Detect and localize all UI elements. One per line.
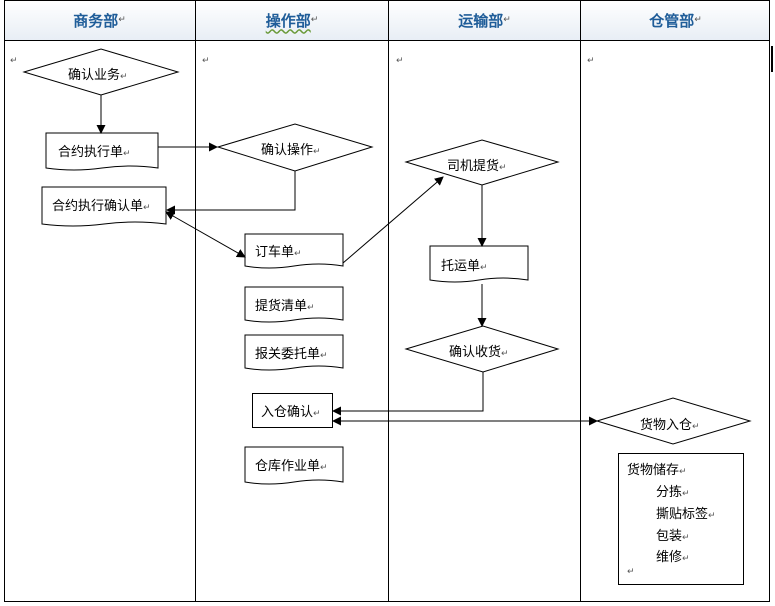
pickup-list-label: 提货清单↵ (255, 299, 315, 314)
consignment-label: 托运单↵ (441, 259, 488, 274)
storage-item: 撕贴标签↵ (656, 507, 716, 522)
contract-exec-label: 合约执行单↵ (58, 145, 131, 160)
confirm-business-decision (22, 48, 180, 96)
confirm-operation-label: 确认操作↵ (261, 143, 321, 158)
goods-storage-box (618, 453, 744, 585)
confirm-receipt-label: 确认收货↵ (449, 345, 509, 360)
storage-item: 分拣↵ (656, 485, 690, 500)
confirm-receipt-decision (404, 325, 560, 373)
goods-in-label: 货物入仓↵ (640, 418, 700, 433)
paragraph-mark: ↵ (396, 56, 404, 66)
customs-entrust-label: 报关委托单↵ (255, 347, 328, 362)
customs-entrust-document (244, 334, 344, 371)
contract-confirm-document (41, 186, 167, 227)
warehouse-job-label: 仓库作业单↵ (255, 459, 328, 474)
flow-receipt-to-warehouse-confirm (332, 372, 484, 416)
confirm-business-label: 确认业务↵ (68, 68, 128, 83)
confirm-operation-decision (216, 123, 374, 172)
driver-pickup-decision (404, 139, 560, 186)
lane-header-transport: 运输部↵ (389, 0, 580, 40)
storage-title: 货物储存↵ (627, 463, 687, 478)
paragraph-mark: ↵ (627, 567, 635, 577)
lane-grid (4, 0, 770, 602)
order-car-document (244, 233, 344, 269)
paragraph-mark: ↵ (202, 56, 210, 66)
lane-header-warehouse: 仓管部↵ (581, 0, 770, 40)
paragraph-mark: ↵ (587, 56, 595, 66)
pickup-list-document (244, 286, 344, 323)
lane-header-operations: 操作部↵ (196, 0, 388, 40)
order-car-label: 订车单↵ (255, 245, 302, 260)
flow-order-car-to-driver (342, 176, 444, 264)
flow-contract-confirm-order-car (165, 211, 246, 258)
warehouse-confirm-label: 入仓确认↵ (261, 405, 321, 420)
warehouse-job-document (244, 446, 344, 485)
lane-header-business: 商务部↵ (4, 0, 195, 40)
driver-pickup-label: 司机提货↵ (447, 159, 507, 174)
storage-item: 维修↵ (656, 550, 690, 565)
contract-confirm-label: 合约执行确认单↵ (52, 199, 151, 214)
warehouse-confirm-box (252, 393, 333, 428)
storage-item: 包装↵ (656, 529, 690, 544)
flow-operation-to-contract-confirm (166, 171, 296, 215)
consignment-document (429, 245, 529, 283)
contract-exec-document (45, 132, 159, 171)
goods-in-decision (595, 397, 752, 445)
paragraph-mark: ↵ (10, 56, 18, 66)
